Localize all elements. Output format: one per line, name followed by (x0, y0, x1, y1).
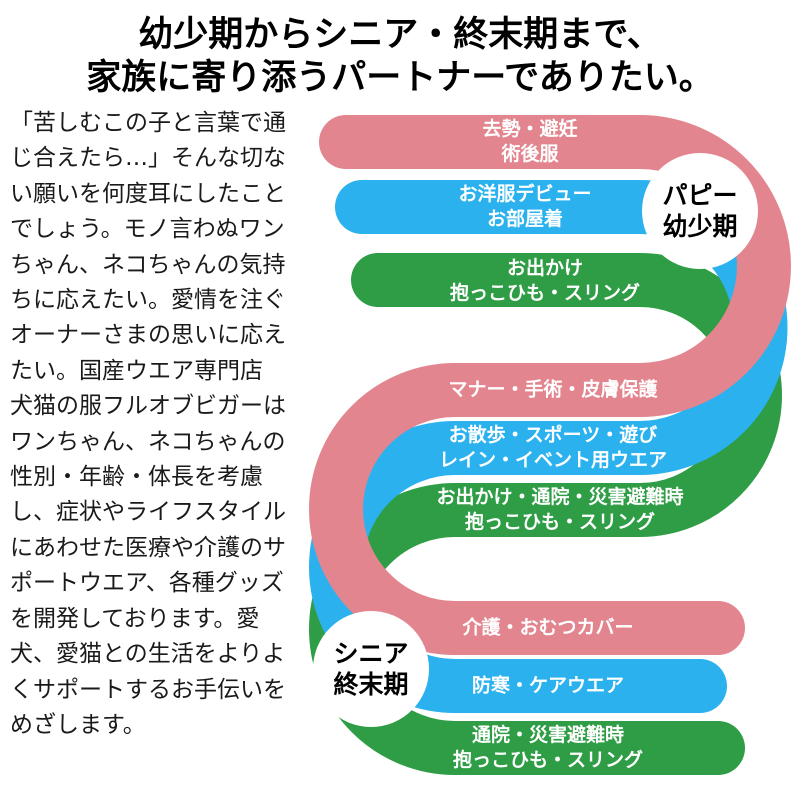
label-blue-top-line1: お洋服デビュー (458, 183, 592, 205)
title-line-2: 家族に寄り添うパートナーでありたい。 (86, 57, 714, 98)
label-green-middle-line2: 抱っこひも・スリング (464, 511, 656, 533)
label-pink-top-line1: 去勢・避妊 (482, 118, 578, 140)
label-green-bottom-line1: 通院・災害避難時 (471, 724, 625, 746)
label-blue-bottom-line1: 防寒・ケアウエア (471, 674, 625, 697)
title-line-1: 幼少期からシニア・終末期まで、 (138, 15, 662, 55)
label-green-bottom-line2: 抱っこひも・スリング (452, 749, 644, 771)
label-green-top-line1: お出かけ (506, 257, 584, 279)
label-blue-bottom: 防寒・ケアウエア (472, 674, 624, 699)
label-green-middle: お出かけ・通院・災害避難時 抱っこひも・スリング (436, 485, 683, 535)
stage-senior-line2: 終末期 (333, 670, 409, 699)
page-title: 幼少期からシニア・終末期まで、 家族に寄り添うパートナーでありたい。 (0, 14, 800, 99)
label-pink-middle-line1: マナー・手術・皮膚保護 (448, 378, 658, 401)
stage-puppy-line1: パピー (662, 180, 738, 210)
stage-badge-puppy: パピー 幼少期 (642, 153, 758, 269)
stage-badge-senior: シニア 終末期 (313, 611, 429, 727)
label-blue-middle-line1: お散歩・スポーツ・遊び (448, 424, 658, 446)
label-blue-middle: お散歩・スポーツ・遊び レイン・イベント用ウエア (439, 423, 667, 473)
label-pink-middle: マナー・手術・皮膚保護 (448, 378, 657, 403)
label-blue-top-line2: お部屋着 (486, 208, 564, 230)
stage-puppy-line2: 幼少期 (662, 212, 738, 241)
label-blue-middle-line2: レイン・イベント用ウエア (438, 449, 668, 471)
label-green-top-line2: 抱っこひも・スリング (449, 282, 641, 304)
label-pink-bottom: 介護・おむつカバー (462, 616, 633, 641)
label-green-bottom: 通院・災害避難時 抱っこひも・スリング (453, 723, 643, 773)
intro-paragraph: 「苦しむこの子と言葉で通じ合えたら…」そんな切ない願いを何度耳にしたことでしょう… (10, 110, 286, 738)
label-blue-top: お洋服デビュー お部屋着 (458, 182, 591, 232)
label-pink-bottom-line1: 介護・おむつカバー (462, 616, 634, 639)
label-green-top: お出かけ 抱っこひも・スリング (450, 256, 640, 306)
label-pink-top: 去勢・避妊 術後服 (482, 117, 577, 167)
label-green-middle-line1: お出かけ・通院・災害避難時 (436, 486, 684, 508)
label-pink-top-line2: 術後服 (501, 143, 559, 165)
stage-senior-line1: シニア (333, 638, 409, 668)
